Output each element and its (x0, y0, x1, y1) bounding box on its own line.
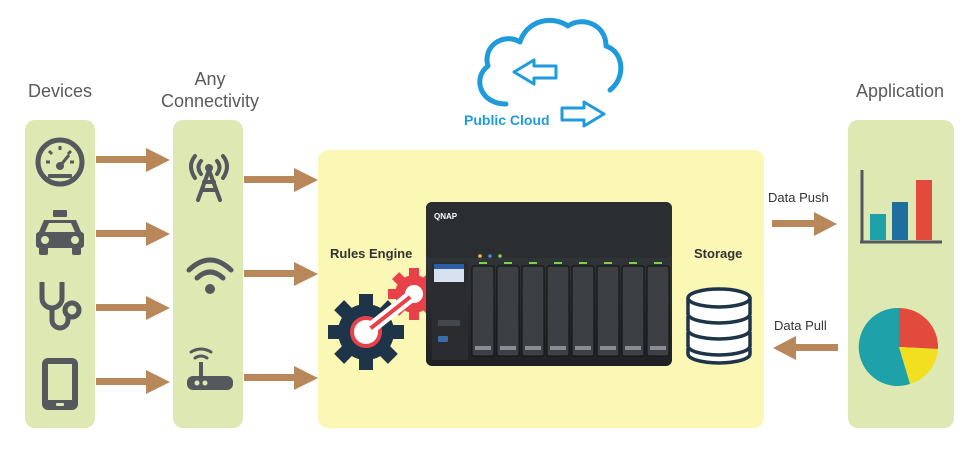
router-icon (187, 347, 233, 390)
arrow-speedometer-to-connectivity (96, 148, 170, 172)
connectivity-title-line1: Any (194, 69, 226, 89)
arrow-router-to-hub (244, 366, 318, 390)
cell-tower-icon (189, 154, 229, 202)
public-cloud-label: Public Cloud (464, 112, 550, 128)
database-icon (686, 287, 752, 365)
arrow-wifi-to-hub (244, 262, 318, 286)
bar-chart-icon (860, 170, 942, 244)
pie-chart-icon (858, 307, 939, 386)
application-title: Application (855, 81, 945, 101)
data-push-arrow (772, 212, 837, 236)
devices-title: Devices (27, 81, 93, 101)
storage-label: Storage (694, 246, 743, 261)
nas-brand-label: QNAP (434, 212, 458, 221)
data-pull-label: Data Pull (774, 318, 827, 333)
stethoscope-icon (39, 282, 82, 331)
data-pull-arrow (773, 336, 838, 360)
arrow-tower-to-hub (244, 168, 318, 192)
cloud-icon (477, 17, 624, 128)
data-push-label: Data Push (768, 190, 829, 205)
arrow-tablet-to-connectivity (96, 370, 170, 394)
speedometer-icon (35, 137, 85, 187)
rules-engine-label: Rules Engine (330, 246, 413, 261)
wifi-icon (186, 257, 234, 294)
arrow-car-to-connectivity (96, 222, 170, 246)
connectivity-title-line2: Connectivity (160, 91, 260, 111)
gears-icon (328, 268, 440, 370)
arrow-stethoscope-to-connectivity (96, 296, 170, 320)
nas-device (426, 202, 672, 366)
car-icon (36, 210, 84, 255)
tablet-icon (42, 358, 78, 410)
